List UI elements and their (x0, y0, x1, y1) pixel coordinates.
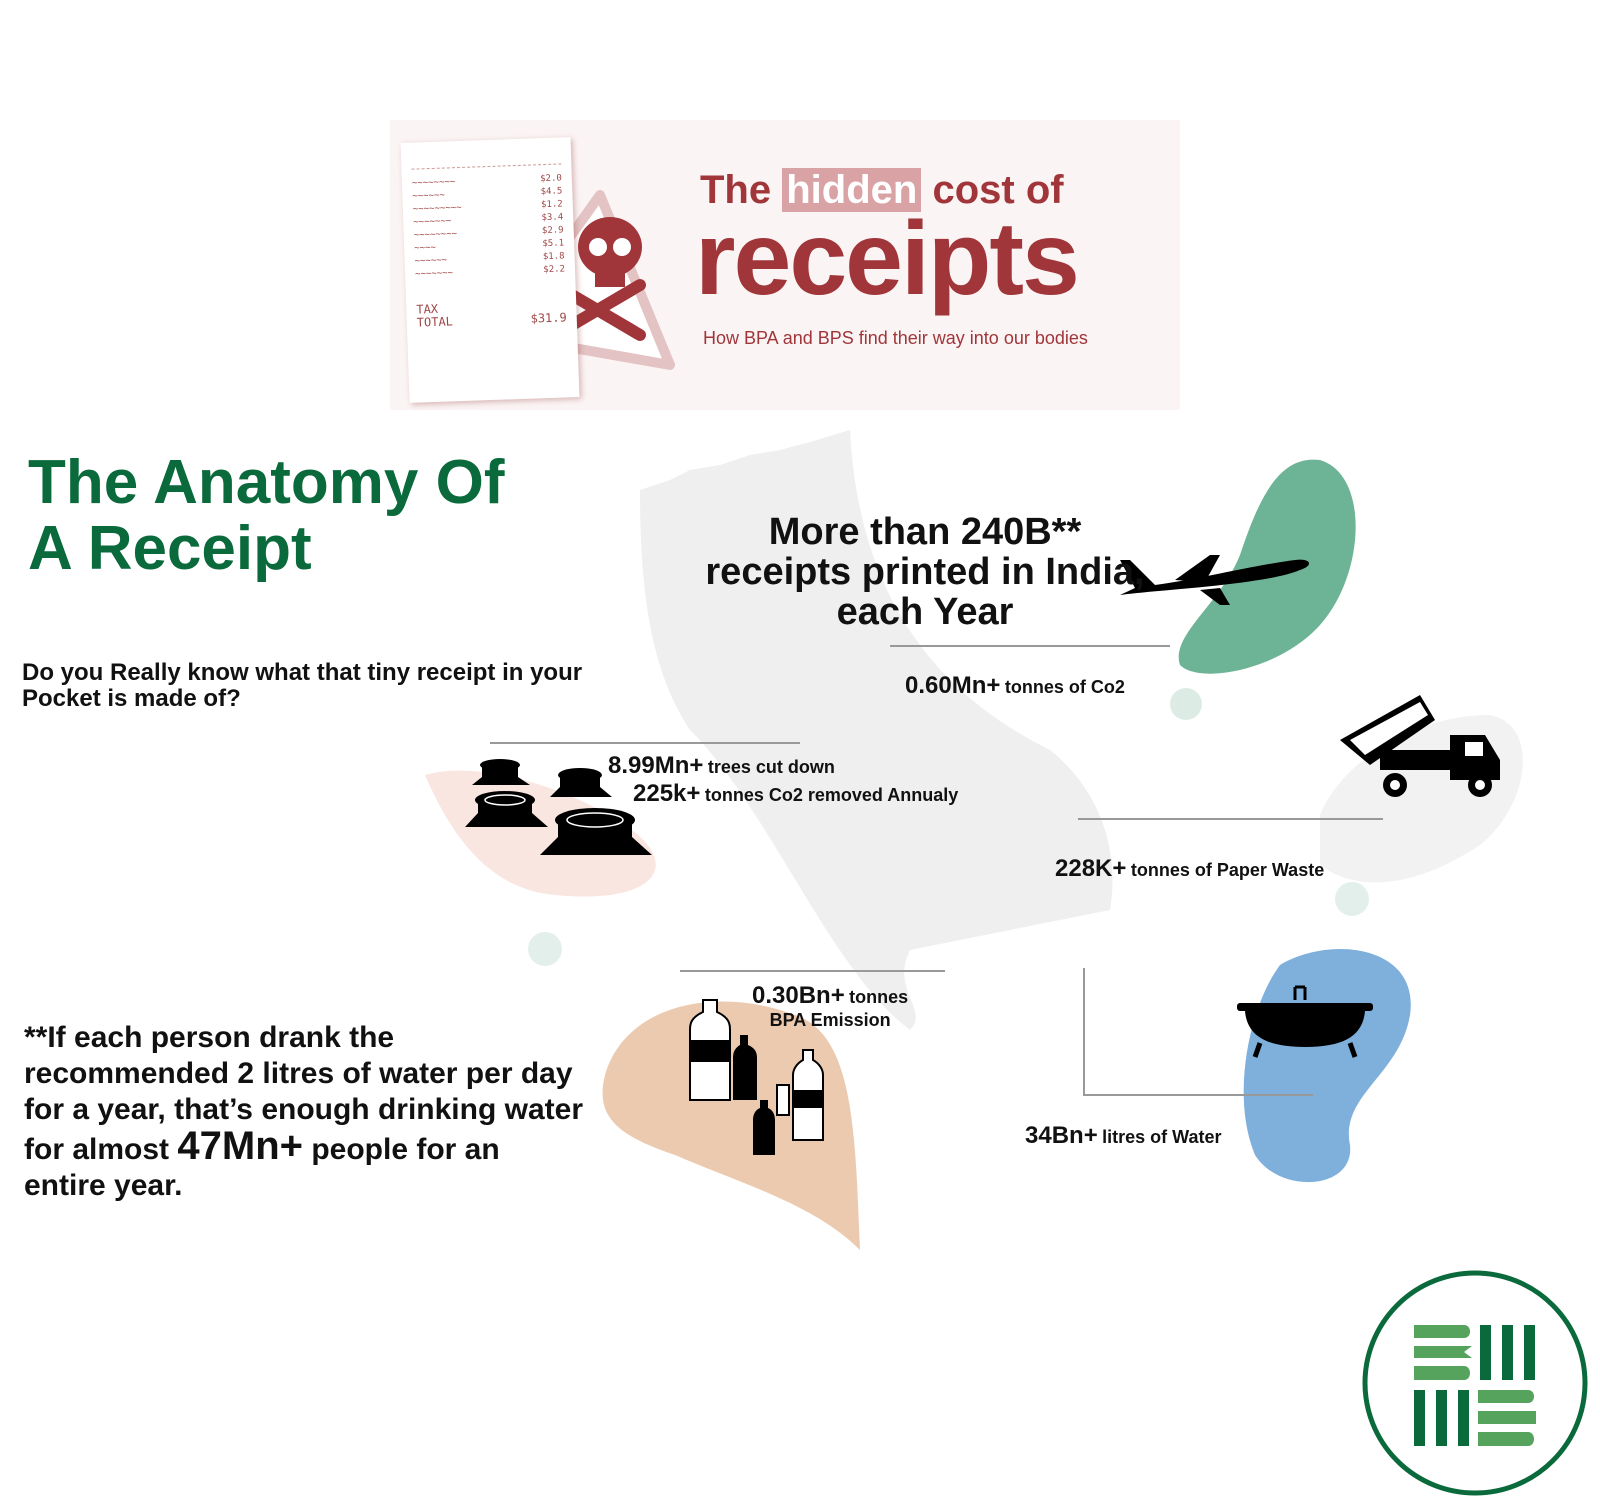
stat-value: 8.99Mn+ (608, 752, 704, 779)
footnote-highlight: 47Mn+ (177, 1124, 303, 1168)
stat-co2: 0.60Mn+ tonnes of Co2 (905, 672, 1125, 700)
page-title: The Anatomy Of A Receipt (28, 450, 505, 582)
tree-stumps-icon (465, 759, 652, 855)
water-blob (1243, 949, 1411, 1183)
stat-co2-removed: 225k+ tonnes Co2 removed Annualy (633, 780, 958, 808)
receipt-illustration: ~~~~~~~~$2.0 ~~~~~~$4.5 ~~~~~~~~~$1.2 ~~… (400, 137, 580, 403)
stat-label: litres of Water (1102, 1127, 1222, 1147)
stat-label: trees cut down (707, 757, 835, 777)
bathtub-icon (1237, 985, 1373, 1058)
divider (490, 742, 800, 744)
banner-subtitle: How BPA and BPS find their way into our … (703, 328, 1088, 348)
bottle-blob (602, 1001, 860, 1250)
stat-value: 34Bn+ (1025, 1122, 1098, 1149)
airplane-icon (1120, 555, 1310, 605)
decorative-dot (1170, 688, 1202, 720)
intro-question: Do you Really know what that tiny receip… (22, 659, 583, 712)
receipt-total-label: TOTAL (416, 314, 454, 330)
stat-label: tonnes (849, 987, 909, 1007)
footnote: **If each person drank the recommended 2… (24, 1020, 584, 1204)
footnote-text: **If each person drank the recommended 2… (24, 1021, 583, 1166)
divider (680, 970, 945, 972)
dump-truck-icon (1340, 695, 1500, 797)
footnote-end: people for an entire year. (24, 1133, 500, 1202)
title-the: The (700, 168, 772, 212)
divider (1083, 1094, 1313, 1096)
title-line-1: The Anatomy Of (28, 448, 505, 517)
stat-value: 225k+ (633, 780, 701, 807)
stat-water: 34Bn+ litres of Water (1025, 1122, 1222, 1150)
divider (890, 645, 1170, 647)
bmb-logo (1362, 1270, 1588, 1496)
receipt-total-value: $31.9 (530, 310, 567, 326)
decorative-dot (528, 932, 562, 966)
stat-bpa: 0.30Bn+ tonnes BPA Emission (752, 982, 908, 1031)
banner-title-top: The hidden cost of (700, 168, 1064, 213)
stat-label-2: BPA Emission (769, 1010, 891, 1030)
title-line-2: A Receipt (28, 514, 312, 583)
decorative-dot (1335, 882, 1369, 916)
stat-value: 0.60Mn+ (905, 672, 1001, 699)
stat-label: tonnes of Co2 (1004, 677, 1125, 697)
divider (1078, 818, 1383, 820)
stat-value: 0.30Bn+ (752, 982, 845, 1009)
stat-value: 228K+ (1055, 855, 1127, 882)
divider (1083, 968, 1085, 1096)
bottles-icon (689, 999, 824, 1155)
stat-label: tonnes Co2 removed Annualy (704, 785, 959, 805)
stat-trees: 8.99Mn+ trees cut down (608, 752, 835, 780)
receipt-ribbon-background (640, 430, 1113, 1030)
title-cost-of: cost of (932, 168, 1064, 212)
stat-label: tonnes of Paper Waste (1130, 860, 1325, 880)
headline-receipts-count: More than 240B** receipts printed in Ind… (705, 511, 1145, 633)
title-hidden: hidden (782, 168, 922, 212)
banner-title-receipts: receipts (695, 201, 1080, 317)
stat-paper-waste: 228K+ tonnes of Paper Waste (1055, 855, 1324, 883)
